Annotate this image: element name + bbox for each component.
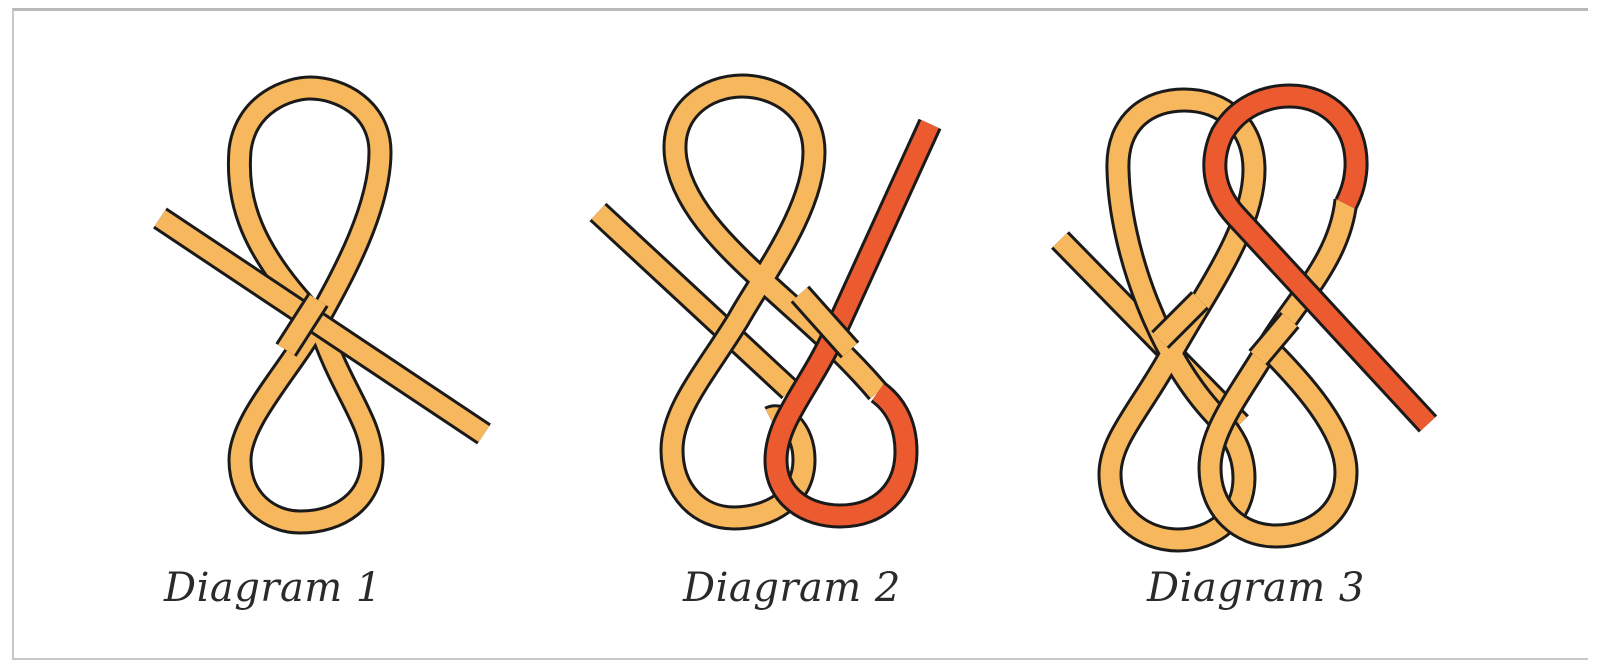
diagram-1 [160, 88, 484, 522]
diagram-2-caption: Diagram 2 [683, 565, 901, 611]
diagram-1-diagonal [160, 218, 484, 434]
diagram-3-caption: Diagram 3 [1147, 565, 1365, 611]
diagram-2 [598, 86, 930, 518]
diagram-1-caption: Diagram 1 [164, 565, 382, 611]
diagram-3 [1060, 96, 1428, 540]
